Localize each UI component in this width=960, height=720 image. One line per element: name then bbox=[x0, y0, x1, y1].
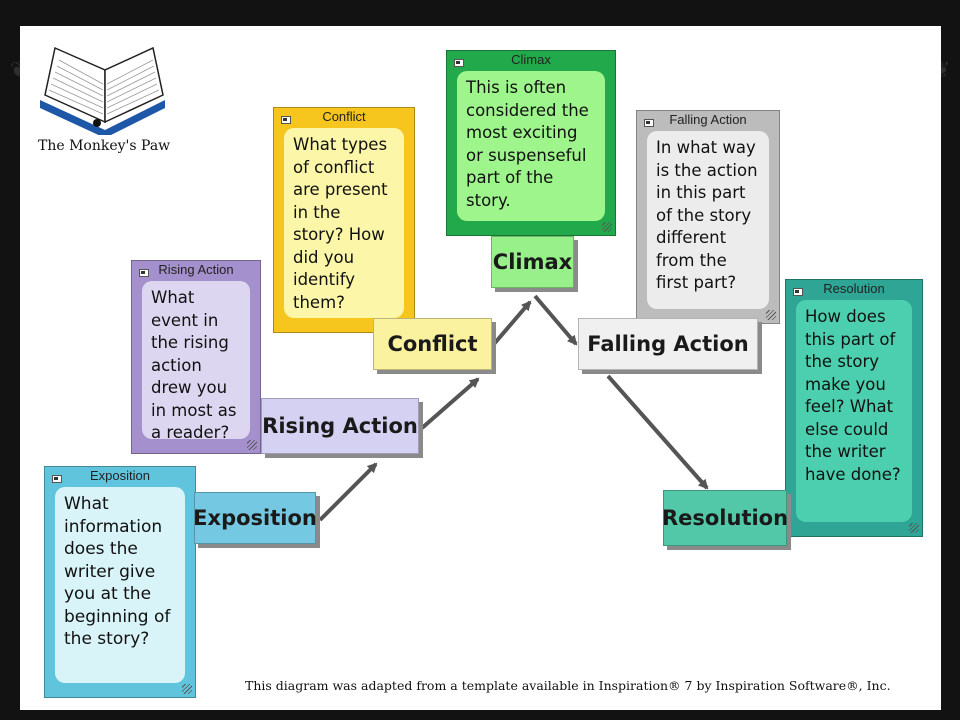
note-collapse-icon bbox=[281, 116, 291, 124]
note-text: What types of conflict are present in th… bbox=[284, 128, 404, 318]
node-climax: Climax bbox=[491, 236, 574, 288]
open-book-icon bbox=[40, 46, 165, 135]
note-text: How does this part of the story make you… bbox=[796, 300, 912, 522]
arrow-rising-to-conflict bbox=[420, 377, 480, 430]
node-conflict: Conflict bbox=[373, 318, 492, 370]
note-rising-action: Rising Action What event in the rising a… bbox=[131, 260, 261, 454]
node-exposition: Exposition bbox=[193, 492, 317, 544]
note-text: What event in the rising action drew you… bbox=[142, 281, 250, 442]
note-collapse-icon bbox=[139, 269, 149, 277]
note-resolution: Resolution How does this part of the sto… bbox=[785, 279, 923, 537]
note-header: Conflict bbox=[274, 108, 414, 126]
note-collapse-icon bbox=[52, 475, 62, 483]
note-text: In what way is the action in this part o… bbox=[647, 131, 769, 309]
note-exposition: Exposition What information does the wri… bbox=[44, 466, 196, 698]
node-falling-action: Falling Action bbox=[578, 318, 758, 370]
note-title: Resolution bbox=[823, 281, 885, 296]
resize-grip-icon bbox=[182, 684, 192, 694]
note-header: Resolution bbox=[786, 280, 922, 298]
note-collapse-icon bbox=[793, 288, 803, 296]
note-conflict: Conflict What types of conflict are pres… bbox=[273, 107, 415, 333]
arrow-falling-to-resolution bbox=[606, 374, 709, 490]
note-title: Climax bbox=[511, 52, 551, 67]
node-resolution: Resolution bbox=[662, 490, 788, 546]
resize-grip-icon bbox=[602, 222, 612, 232]
note-title: Falling Action bbox=[669, 112, 747, 127]
note-title: Rising Action bbox=[158, 262, 234, 277]
note-falling-action: Falling Action In what way is the action… bbox=[636, 110, 780, 324]
note-header: Rising Action bbox=[132, 261, 260, 279]
arrow-conflict-to-climax bbox=[492, 300, 532, 346]
plot-arrows bbox=[318, 294, 709, 522]
note-text: This is often considered the most exciti… bbox=[457, 71, 605, 221]
arrow-exposition-to-rising bbox=[318, 462, 378, 522]
arrow-climax-to-falling bbox=[533, 294, 578, 346]
note-climax: Climax This is often considered the most… bbox=[446, 50, 616, 236]
note-collapse-icon bbox=[644, 119, 654, 127]
resize-grip-icon bbox=[247, 440, 257, 450]
attribution-footer: This diagram was adapted from a template… bbox=[245, 678, 891, 693]
note-collapse-icon bbox=[454, 59, 464, 67]
note-header: Exposition bbox=[45, 467, 195, 485]
note-title: Exposition bbox=[90, 468, 150, 483]
note-title: Conflict bbox=[322, 109, 366, 124]
note-text: What information does the writer give yo… bbox=[55, 487, 185, 683]
resize-grip-icon bbox=[766, 310, 776, 320]
resize-grip-icon bbox=[909, 523, 919, 533]
slide-canvas: The Monkey's Paw Exposition What informa… bbox=[20, 26, 941, 710]
logo-label: The Monkey's Paw bbox=[38, 138, 171, 154]
note-header: Falling Action bbox=[637, 111, 779, 129]
node-rising-action: Rising Action bbox=[261, 398, 419, 454]
note-header: Climax bbox=[447, 51, 615, 69]
